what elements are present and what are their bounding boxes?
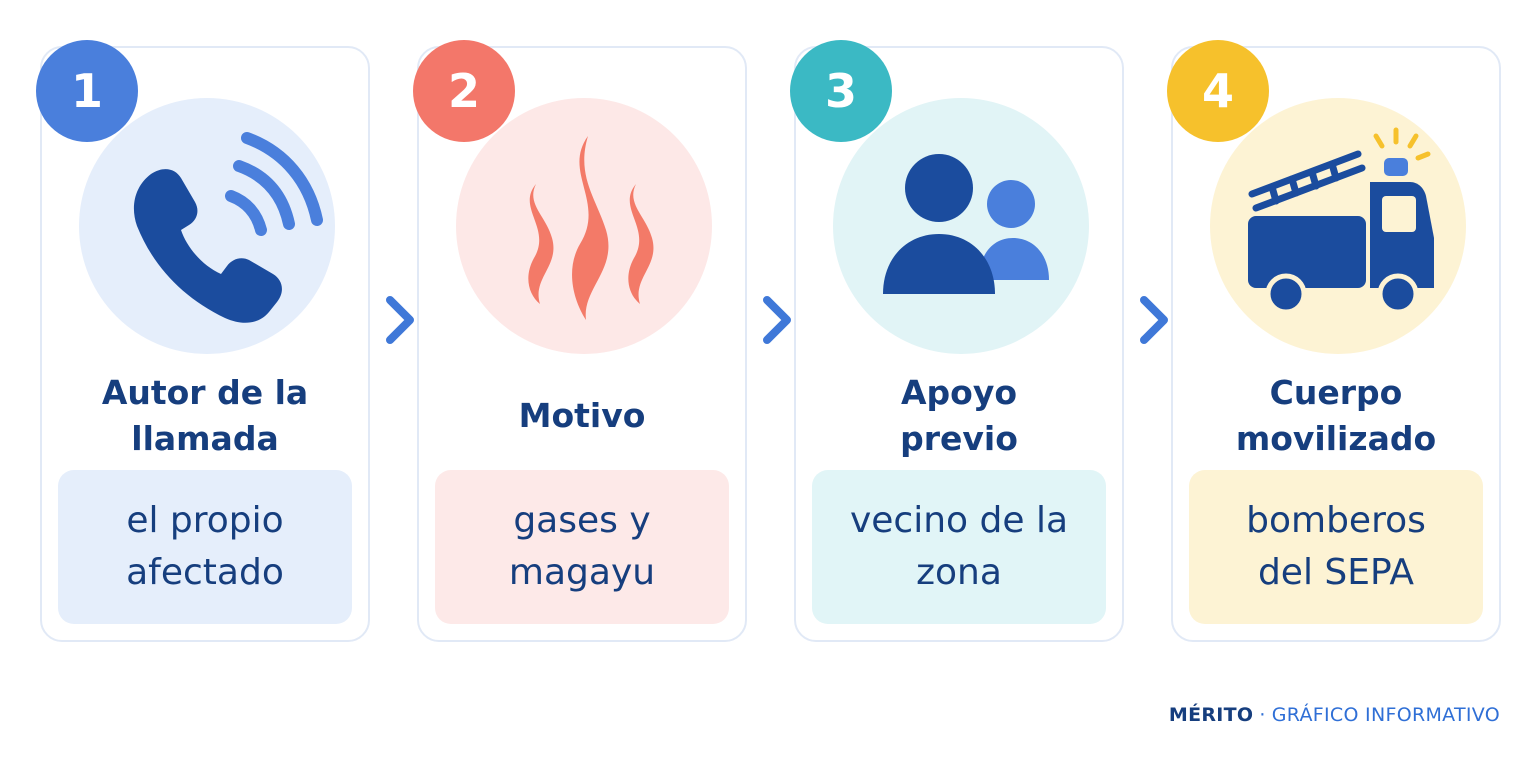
step-card-1: 1 Autor de la llamada el propio afectado (36, 40, 370, 642)
step-title: Apoyo previo (900, 373, 1018, 458)
step-value: el propio afectado (126, 500, 284, 593)
step-title: Autor de la llamada (101, 373, 309, 458)
step-value-box: bomberos del SEPA (1189, 470, 1483, 624)
step-title: Motivo (518, 396, 646, 435)
fire-truck-icon (1248, 127, 1434, 315)
icon-circle (1210, 98, 1466, 354)
footer-brand: MÉRITO (1168, 704, 1254, 726)
step-card-4: 4 (1167, 40, 1501, 642)
step-card-2: 2 Motivo gases y magayu (413, 40, 747, 642)
footer-label: GRÁFICO INFORMATIVO (1271, 704, 1500, 726)
step-value: gases y magayu (508, 500, 656, 593)
step-card-3: 3 Apoyo previo vecino de la zona (790, 40, 1124, 642)
step-number-badge: 1 (36, 40, 138, 142)
step-value: vecino de la zona (849, 500, 1069, 593)
step-title: Cuerpo movilizado (1235, 373, 1437, 458)
step-number-badge: 4 (1167, 40, 1269, 142)
step-number-badge: 2 (413, 40, 515, 142)
step-value-box: el propio afectado (58, 470, 352, 624)
chevron-right-icon (763, 296, 791, 344)
icon-circle (79, 98, 335, 354)
people-icon (883, 154, 1049, 294)
icon-circle (456, 98, 712, 354)
phone-ringing-icon (133, 132, 323, 323)
step-value-box: vecino de la zona (812, 470, 1106, 624)
step-value: bomberos del SEPA (1246, 500, 1426, 593)
footer-credit: MÉRITO·GRÁFICO INFORMATIVO (1169, 704, 1500, 726)
chevron-right-icon (1140, 296, 1168, 344)
smoke-fumes-icon (528, 136, 654, 320)
footer-separator: · (1259, 704, 1266, 726)
step-number-badge: 3 (790, 40, 892, 142)
chevron-right-icon (386, 296, 414, 344)
step-value-box: gases y magayu (435, 470, 729, 624)
icon-circle (833, 98, 1089, 354)
